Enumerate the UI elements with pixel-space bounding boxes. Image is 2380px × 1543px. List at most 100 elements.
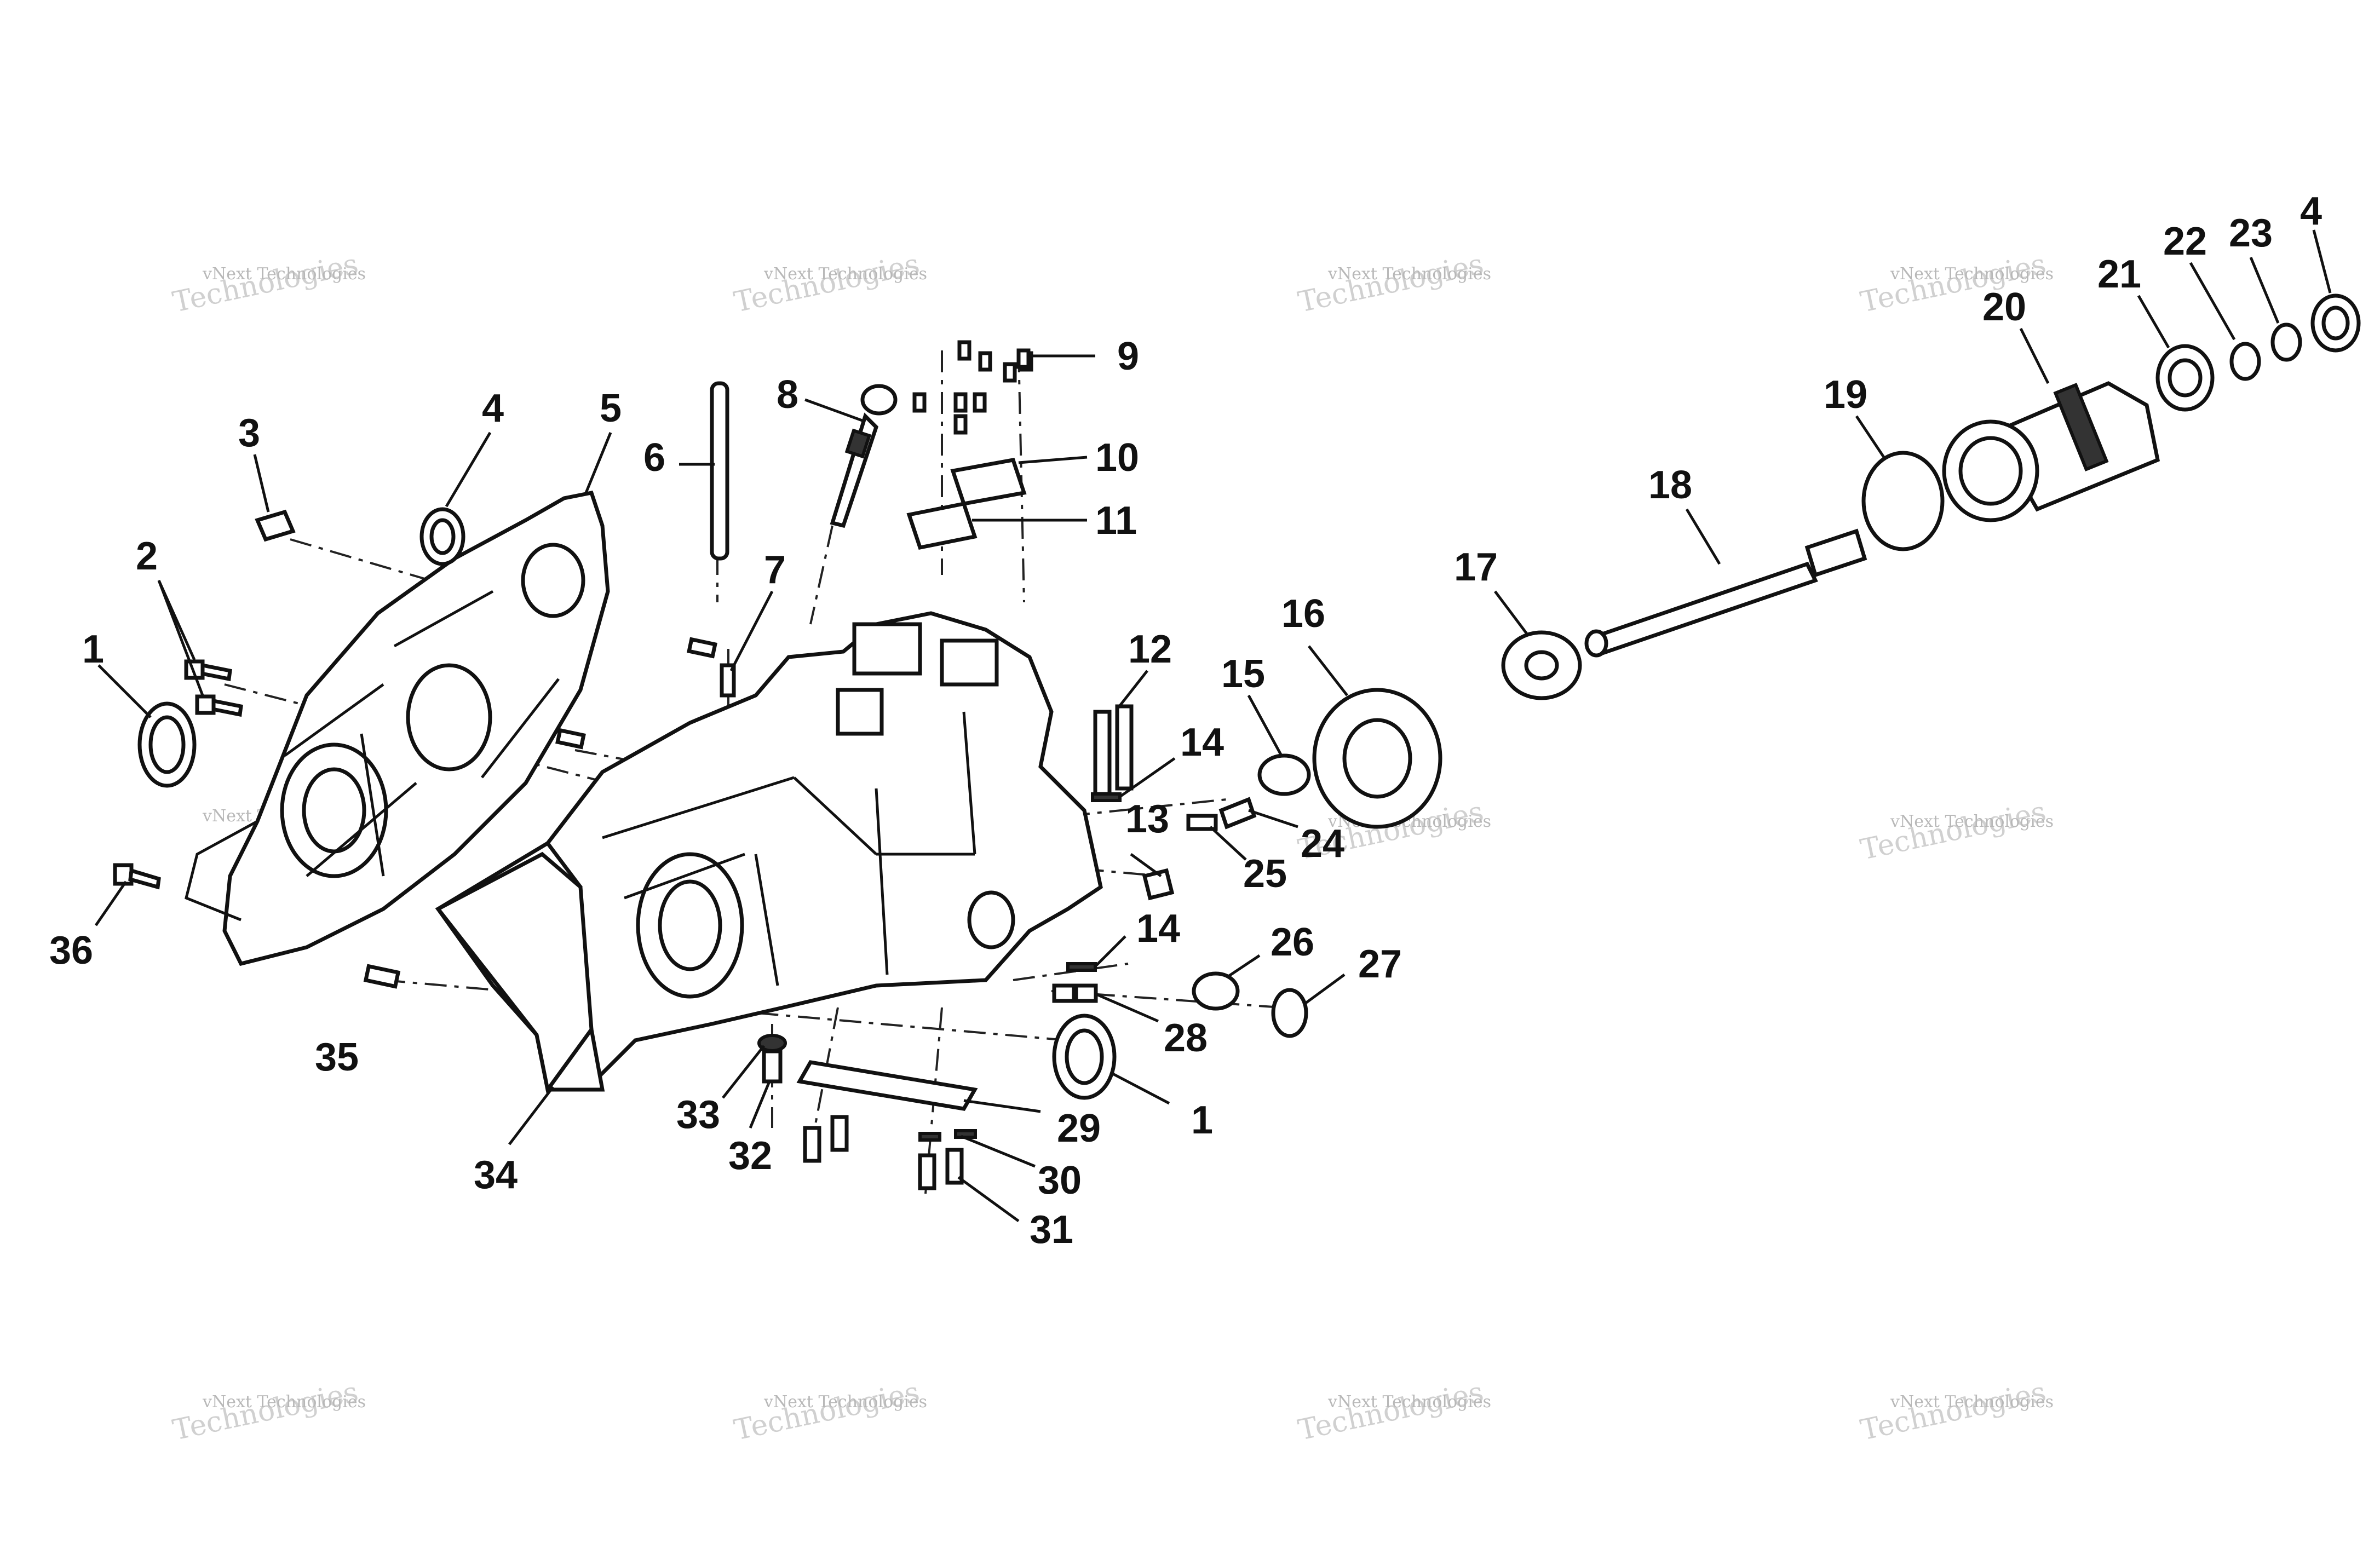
main-gearcase — [435, 611, 1103, 1092]
watermark-tc: Technologies vNext Technologies — [731, 247, 927, 319]
dipstick-8-cap — [844, 428, 872, 459]
pin-12b — [1115, 704, 1134, 791]
bolt-2a — [199, 663, 232, 682]
bolt-31b — [945, 1148, 964, 1185]
callout-10: 10 — [1095, 436, 1139, 480]
part-36-bolt — [113, 863, 161, 890]
leader-25 — [1209, 826, 1247, 861]
shaft-18-spline — [1804, 528, 1867, 578]
part-6-rod — [710, 381, 729, 561]
watermark-text: vNext Technologies — [1890, 264, 2054, 284]
bearing-17-inner — [1524, 650, 1559, 681]
callout-36: 36 — [49, 929, 93, 972]
callout-18: 18 — [1648, 463, 1692, 507]
watermark-text: vNext Technologies — [1327, 1392, 1491, 1412]
watermark-text: vNext Technologies — [763, 1392, 927, 1412]
leader-32 — [749, 1081, 771, 1129]
part-12-pins — [1093, 704, 1134, 796]
part-9-screws — [912, 340, 1033, 435]
part-28-nuts — [1052, 983, 1098, 1003]
dipstick-8-loop — [860, 384, 898, 416]
watermark-text: vNext Technologies — [1327, 264, 1491, 284]
leader-16 — [1308, 645, 1348, 696]
leader-23 — [2249, 257, 2280, 324]
leader-27 — [1302, 973, 1346, 1006]
part-1-seal-left — [137, 701, 197, 788]
callout-30: 30 — [1038, 1159, 1082, 1202]
leader-24 — [1248, 809, 1298, 828]
callout-23: 23 — [2229, 211, 2273, 255]
pin-7 — [720, 663, 736, 698]
callout-33: 33 — [676, 1093, 720, 1137]
callout-27: 27 — [1358, 942, 1402, 986]
part-24-25-fitting — [1186, 797, 1257, 831]
dowels-top — [555, 637, 717, 750]
bracket-11 — [906, 501, 978, 550]
part-2-bolts — [184, 659, 243, 717]
plate-29 — [796, 1060, 978, 1111]
part-30-31-bolts — [803, 1115, 977, 1190]
watermark-text: vNext Technologies — [202, 1392, 366, 1412]
shaft-18-body — [1588, 561, 1818, 657]
callout-2: 2 — [136, 534, 158, 578]
watermark-br1: Technologies vNext Technologies — [1295, 1375, 1491, 1447]
callout-17: 17 — [1454, 545, 1498, 589]
bolt-2b — [210, 698, 243, 717]
seal-1b-inner — [1065, 1028, 1104, 1085]
leader-19 — [1855, 415, 1885, 458]
callout-35: 35 — [315, 1035, 359, 1079]
leader-29 — [963, 1099, 1041, 1113]
dowel-35 — [363, 964, 401, 989]
screw-9a — [957, 340, 971, 361]
callout-13: 13 — [1125, 797, 1169, 841]
leader-17 — [1494, 590, 1529, 636]
bolt-29a — [803, 1126, 821, 1163]
callout-5: 5 — [600, 387, 622, 430]
case-top-boss-3 — [836, 688, 884, 736]
screw-9e — [912, 392, 927, 413]
part-29-plate — [796, 1060, 978, 1111]
callout-14: 14 — [1180, 721, 1224, 764]
plate-3 — [255, 509, 296, 542]
shaft-18-end — [1584, 629, 1608, 658]
callout-22: 22 — [2163, 220, 2207, 263]
cover-lower-flange — [185, 820, 258, 922]
watermark-br2: Technologies vNext Technologies — [1858, 1375, 2054, 1447]
leader-3 — [253, 454, 270, 513]
part-7-pin — [720, 663, 736, 698]
part-32-33-plug — [757, 1034, 787, 1084]
leader-12 — [1116, 670, 1148, 710]
leader-21 — [2137, 295, 2170, 349]
seal-4b-inner — [2321, 306, 2350, 341]
washer-30b — [954, 1129, 977, 1139]
callout-19: 19 — [1824, 373, 1867, 417]
washer-30a — [918, 1132, 941, 1142]
callout-24: 24 — [1301, 822, 1344, 866]
leader-30 — [961, 1135, 1036, 1168]
callout-26: 26 — [1271, 920, 1314, 964]
callout-28: 28 — [1164, 1016, 1208, 1060]
callout-32: 32 — [728, 1134, 772, 1178]
watermark-tl: Technologies vNext Technologies — [170, 247, 366, 319]
leader-1b — [1111, 1072, 1170, 1105]
part-1-seal-right — [1052, 1014, 1117, 1100]
watermark-bc: Technologies vNext Technologies — [731, 1375, 927, 1447]
watermark-text: vNext Technologies — [763, 264, 927, 284]
leader-4 — [445, 431, 492, 508]
part-13-clip — [1142, 868, 1175, 901]
gear-16-hub — [1342, 718, 1412, 799]
callout-16: 16 — [1281, 592, 1325, 636]
nut-28a — [1052, 983, 1076, 1003]
part-19-oring — [1861, 451, 1945, 551]
callout-7: 7 — [764, 548, 786, 592]
leader-2b — [157, 580, 204, 696]
centerline-8 — [809, 525, 833, 625]
screw-9g — [973, 392, 987, 413]
leader-14a — [1119, 757, 1176, 798]
screw-9f — [953, 392, 968, 413]
bolt-36-shank — [128, 868, 161, 890]
callout-9: 9 — [1117, 335, 1139, 378]
nut-28b — [1074, 983, 1098, 1003]
bearing-21-inner — [2168, 358, 2203, 398]
